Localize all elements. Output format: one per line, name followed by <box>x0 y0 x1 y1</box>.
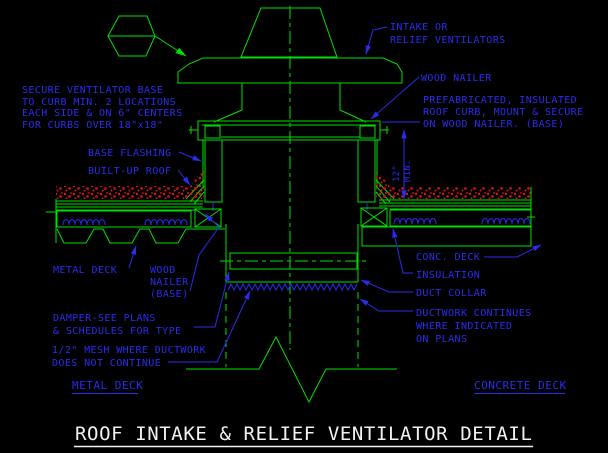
label-damper-2: & SCHEDULES FOR TYPE <box>53 326 181 337</box>
label-duct-collar: DUCT COLLAR <box>416 288 487 299</box>
roof-assembly-concrete-deck <box>360 187 535 247</box>
curb-wall-right <box>357 139 376 203</box>
wood-nailer-block-left <box>204 125 221 139</box>
ventilator-hood-brim <box>177 57 403 84</box>
insulation-coil <box>62 219 106 226</box>
label-wood-nailer-base-3: (BASE) <box>150 289 189 300</box>
label-wood-nailer: WOOD NAILER <box>421 73 492 84</box>
leader-lines <box>128 26 542 363</box>
detail-marker-hexagon <box>107 15 187 57</box>
label-mesh-1: 1/2" MESH WHERE DUCTWORK <box>52 345 206 356</box>
dimension-12in-min: 12" MIN. <box>382 121 420 200</box>
duct-and-damper <box>186 224 397 404</box>
label-insulation: INSULATION <box>416 270 480 281</box>
wood-nailer-base-right <box>360 207 388 227</box>
leader-wood-nailer-base <box>189 213 220 292</box>
annotation-texts: SECURE VENTILATOR BASE TO CURB MIN. 2 LO… <box>22 22 584 369</box>
section-label-metal-deck: METAL DECK <box>72 379 143 392</box>
label-wood-nailer-base-1: WOOD <box>150 265 176 276</box>
label-base-flashing: BASE FLASHING <box>88 148 171 159</box>
insulation-left <box>56 210 192 228</box>
insulation-coil <box>481 218 531 225</box>
label-metal-deck: METAL DECK <box>53 265 117 276</box>
label-ductwork-1: DUCTWORK CONTINUES <box>416 308 532 319</box>
label-prefab-1: PREFABRICATED, INSULATED <box>423 95 577 106</box>
label-intake-2: RELIEF VENTILATORS <box>390 35 506 46</box>
wood-nailer-base-left <box>194 208 222 228</box>
break-line <box>186 335 397 404</box>
leader-base-flashing <box>178 151 202 162</box>
wood-nailer-block-right <box>359 125 376 139</box>
curb-wall-left <box>204 139 223 203</box>
half-inch-mesh <box>227 282 358 292</box>
label-intake-1: INTAKE OR <box>390 22 448 33</box>
leader-built-up-roof <box>177 169 191 186</box>
section-labels: METAL DECK CONCRETE DECK <box>72 379 567 394</box>
leader-intake <box>365 26 388 55</box>
intake-relief-ventilator-hood <box>177 7 403 123</box>
ventilator-cap-top <box>240 7 338 58</box>
leader-wood-nailer <box>370 76 420 120</box>
label-secure-base-1: SECURE VENTILATOR BASE <box>22 85 163 96</box>
metal-deck-corrugation <box>56 228 187 244</box>
drawing-title-block: ROOF INTAKE & RELIEF VENTILATOR DETAIL <box>74 423 533 448</box>
detail-arrow <box>154 35 187 57</box>
built-up-roof-right <box>380 187 531 199</box>
leader-duct-collar <box>360 279 413 293</box>
insulation-right <box>389 209 532 227</box>
ventilator-skirt-left <box>213 109 243 123</box>
ventilator-skirt-right <box>339 109 367 123</box>
concrete-deck-slab <box>361 226 532 247</box>
leader-damper <box>194 271 230 328</box>
dimension-value: 12" <box>392 165 402 182</box>
label-mesh-2: DOES NOT CONTINUE <box>52 358 161 369</box>
label-secure-base-3: EACH SIDE & ON 6" CENTERS <box>22 108 183 119</box>
drawing-title: ROOF INTAKE & RELIEF VENTILATOR DETAIL <box>75 423 532 445</box>
roof-assembly-metal-deck <box>46 186 225 244</box>
label-prefab-3: ON WOOD NAILER. (BASE) <box>423 119 564 130</box>
leader-ductwork <box>359 298 413 312</box>
label-secure-base-4: FOR CURBS OVER 18"x18" <box>22 120 163 131</box>
label-built-up-roof: BUILT-UP ROOF <box>88 166 171 177</box>
leader-mesh <box>168 290 251 363</box>
label-damper-1: DAMPER-SEE PLANS <box>53 313 156 324</box>
leader-conc-deck <box>484 244 542 258</box>
label-secure-base-2: TO CURB MIN. 2 LOCATIONS <box>22 97 176 108</box>
section-label-concrete-deck: CONCRETE DECK <box>474 379 567 392</box>
leader-insulation <box>392 228 413 274</box>
leader-metal-deck <box>128 245 137 269</box>
label-prefab-2: ROOF CURB, MOUNT & SECURE <box>423 107 584 118</box>
dimension-qualifier: MIN. <box>403 159 413 182</box>
insulation-coil <box>144 219 188 226</box>
label-wood-nailer-base-2: NAILER <box>150 277 189 288</box>
insulation-coil <box>393 218 437 225</box>
built-up-roof-left <box>56 186 202 199</box>
label-ductwork-2: WHERE INDICATED <box>416 321 512 332</box>
label-ductwork-3: ON PLANS <box>416 334 467 345</box>
label-conc-deck: CONC. DECK <box>416 252 480 263</box>
curb-cap-band <box>189 120 389 141</box>
